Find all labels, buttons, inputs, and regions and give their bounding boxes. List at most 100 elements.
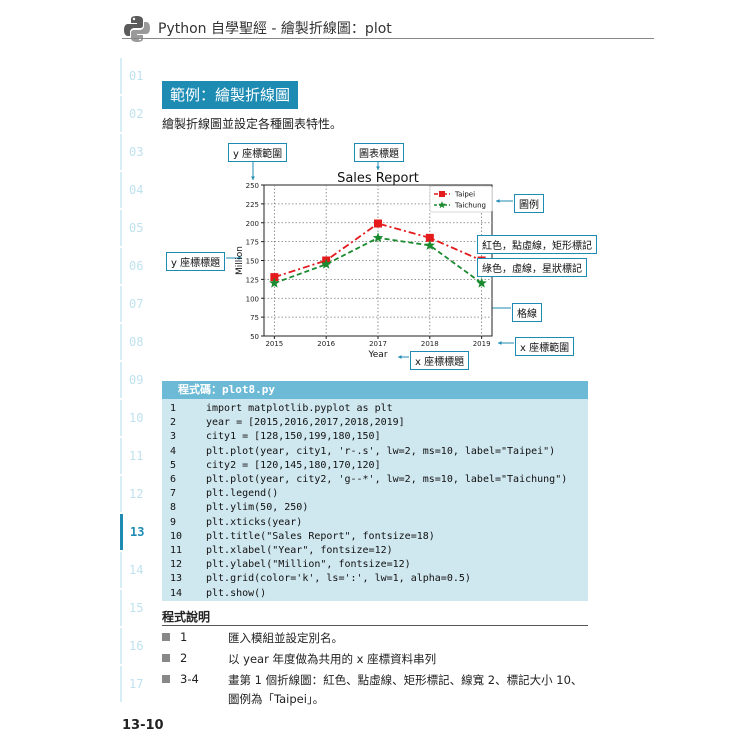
callout-ylim-text: y 座標範圍 [233, 149, 283, 160]
x-tick-label: 2017 [369, 340, 387, 348]
callout-ylabel: y 座標標題 [166, 252, 226, 271]
callout-xlabel-text: x 座標標題 [415, 357, 465, 368]
callout-ylabel-text: y 座標標題 [171, 258, 221, 269]
x-tick-label: 2016 [317, 340, 335, 348]
x-tick-label: 2015 [265, 340, 283, 348]
data-point-taichung [320, 258, 332, 269]
code-header: 程式碼：plot8.py [162, 381, 588, 399]
data-point-taichung [269, 277, 280, 288]
callout-arrowhead [398, 355, 402, 359]
code-line-text: plt.plot(year, city1, 'r-.s', lw=2, ms=1… [206, 445, 556, 457]
chapter-tab-06[interactable]: 06 [120, 248, 152, 284]
code-line-number: 8 [170, 502, 177, 514]
bullet-square-icon [162, 675, 170, 683]
y-tick-label: 50 [250, 333, 259, 341]
code-line-number: 2 [170, 417, 177, 429]
data-point-taichung [372, 232, 384, 243]
chapter-tab-08[interactable]: 08 [120, 324, 152, 360]
y-tick-label: 150 [246, 258, 259, 266]
code-line-number: 11 [170, 545, 183, 556]
y-tick-label: 75 [250, 314, 259, 322]
chapter-tab-01[interactable]: 01 [120, 58, 152, 94]
chapter-tab-12[interactable]: 12 [120, 476, 152, 512]
chapter-tab-02[interactable]: 02 [120, 96, 152, 132]
code-line-number: 3 [170, 431, 177, 443]
chapter-tab-13[interactable]: 13 [120, 514, 152, 550]
callout-xlim: x 座標範圍 [515, 337, 575, 356]
callout-arrowhead [238, 256, 242, 260]
code-line-text: city1 = [128,150,199,180,150] [206, 431, 381, 443]
code-line-number: 10 [170, 530, 183, 542]
code-line: 10 plt.title("Sales Report", fontsize=18) [162, 530, 588, 544]
code-line-number: 9 [170, 516, 177, 528]
legend-marker [438, 201, 446, 209]
callout-arrowhead [498, 341, 502, 345]
code-line-text: city2 = [120,145,180,170,120] [206, 459, 381, 471]
explanation-text: 匯入模組並設定別名。 [228, 631, 343, 645]
callout-title: 圖表標題 [354, 143, 404, 162]
chapter-tab-11[interactable]: 11 [120, 438, 152, 474]
series-line-taipei [274, 222, 482, 278]
chapter-tab-10[interactable]: 10 [120, 400, 152, 436]
data-point-taipei [425, 233, 434, 242]
page-header: Python 自學聖經 - 繪製折線圖：plot [0, 0, 750, 60]
explanation-line-ref: 3-4 [180, 672, 199, 686]
chapter-tab-04[interactable]: 04 [120, 172, 152, 208]
code-line: 9 plt.xticks(year) [162, 516, 588, 530]
data-point-taichung [424, 239, 436, 250]
code-line-text: plt.xticks(year) [206, 516, 303, 528]
y-tick-label: 175 [246, 239, 259, 247]
code-line-text: plt.title("Sales Report", fontsize=18) [206, 530, 435, 542]
page-number: 13-10 [122, 718, 164, 733]
code-line-text: plt.show() [206, 587, 267, 599]
code-line: 12 plt.ylabel("Million", fontsize=12) [162, 558, 588, 572]
chapter-tab-05[interactable]: 05 [120, 210, 152, 246]
code-line-number: 7 [170, 488, 177, 500]
callout-legend-text: 圖例 [519, 200, 539, 211]
chapter-tab-17[interactable]: 17 [120, 666, 152, 702]
x-tick-label: 2019 [473, 340, 491, 348]
data-point-taichung [476, 277, 487, 288]
code-line-text: plt.plot(year, city2, 'g--*', lw=2, ms=1… [206, 474, 568, 485]
chapter-tab-09[interactable]: 09 [120, 362, 152, 398]
section-title: 範例：繪製折線圖 [162, 81, 299, 109]
callout-green-text: 綠色，虛線，星狀標記 [482, 264, 582, 275]
chapter-tab-15[interactable]: 15 [120, 590, 152, 626]
code-line-text: plt.ylim(50, 250) [206, 502, 309, 514]
chapter-tab-14[interactable]: 14 [120, 552, 152, 588]
callout-arrowhead [251, 176, 255, 180]
legend-label: Taipei [454, 191, 475, 199]
chapter-tab-16[interactable]: 16 [120, 628, 152, 664]
explanation-text: 圖例為「Taipei」。 [228, 692, 325, 706]
legend-label: Taichung [454, 202, 486, 210]
y-tick-label: 125 [246, 276, 259, 284]
header-title: Python 自學聖經 - 繪製折線圖：plot [158, 21, 392, 37]
data-point-taipei [374, 219, 382, 228]
code-line-number: 4 [170, 445, 177, 457]
explanation-line-ref: 2 [180, 651, 188, 665]
callout-red-text: 紅色，點虛線，矩形標記 [482, 241, 592, 252]
callout-arrowhead [376, 166, 380, 170]
section-description: 繪製折線圖並設定各種圖表特性。 [162, 117, 343, 131]
code-line-number: 13 [170, 573, 183, 585]
callout-xlabel: x 座標標題 [410, 351, 470, 370]
code-line-text: plt.xlabel("Year", fontsize=12) [206, 545, 393, 556]
header-divider [122, 38, 654, 39]
chapter-tab-03[interactable]: 03 [120, 134, 152, 170]
code-line-text: plt.ylabel("Million", fontsize=12) [206, 559, 411, 571]
code-line-number: 12 [170, 559, 183, 571]
chapter-tab-07[interactable]: 07 [120, 286, 152, 322]
callout-legend: 圖例 [514, 194, 544, 213]
callout-xlim-text: x 座標範圍 [520, 343, 570, 354]
callout-ylim: y 座標範圍 [228, 143, 288, 162]
code-line-number: 5 [170, 459, 177, 471]
y-tick-label: 250 [246, 182, 259, 190]
